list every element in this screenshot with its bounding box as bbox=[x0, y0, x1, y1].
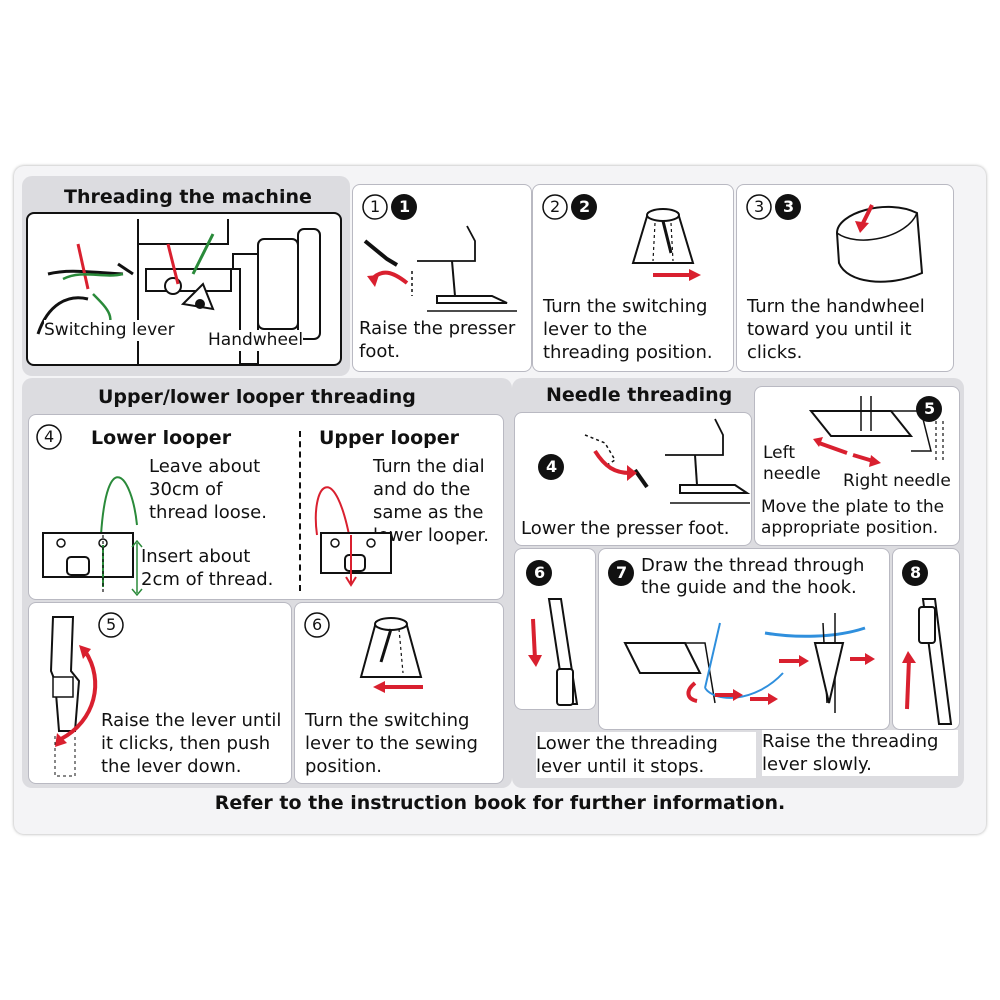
upper-looper-title: Upper looper bbox=[319, 427, 459, 449]
label-handwheel: Handwheel bbox=[208, 330, 304, 351]
instruction-card: Threading the machine bbox=[14, 166, 986, 834]
threading-machine-title: Threading the machine bbox=[64, 186, 312, 208]
needle-step-4-number bbox=[538, 454, 564, 480]
needle-step-7-text: Draw the thread through the guide and th… bbox=[641, 555, 865, 598]
threading-lever-up-illustration bbox=[902, 598, 953, 725]
step-3-number bbox=[746, 194, 801, 220]
step-1-num-outline: 1 bbox=[370, 197, 381, 216]
upper-looper-illustration bbox=[314, 486, 392, 587]
hook-guide-illustration bbox=[623, 613, 875, 713]
needle-step-4-cell: 4 Lower the presser foot. bbox=[514, 412, 752, 546]
step-1-text: Raise the presser foot. bbox=[359, 318, 516, 362]
handwheel-illustration bbox=[835, 204, 924, 283]
needle-step-7-number bbox=[608, 560, 634, 586]
step-1-number bbox=[362, 194, 417, 220]
label-switching-lever: Switching lever bbox=[44, 320, 175, 341]
step-2-num-outline: 2 bbox=[550, 197, 561, 216]
footer-note: Refer to the instruction book for furthe… bbox=[214, 792, 786, 814]
needle-step-7-num: 7 bbox=[616, 563, 628, 582]
lower-looper-title: Lower looper bbox=[91, 427, 232, 449]
needle-plate-illustration bbox=[808, 396, 944, 467]
looper-step-6-text: Turn the switching lever to the sewing p… bbox=[305, 710, 478, 777]
lower-looper-illustration bbox=[42, 476, 143, 597]
step-2-num-filled: 2 bbox=[579, 197, 591, 216]
step-1-cell: 1 1 Raise the presser foot. bbox=[352, 184, 532, 372]
needle-step-4-num: 4 bbox=[546, 457, 558, 476]
step-3-text: Turn the handwheel toward you until it c… bbox=[747, 296, 925, 363]
step-3-num-outline: 3 bbox=[754, 197, 765, 216]
needle-step-4-text: Lower the presser foot. bbox=[521, 518, 730, 539]
step-2-cell: 2 2 Turn the switching lever to the thre… bbox=[532, 184, 734, 372]
right-needle-label: Right needle bbox=[843, 471, 951, 491]
presser-foot-lower-illustration bbox=[584, 418, 751, 504]
threading-machine-panel: Threading the machine bbox=[22, 176, 350, 376]
needle-step-5-text: Move the plate to the appropriate positi… bbox=[761, 497, 945, 538]
looper-step-4-number bbox=[36, 424, 62, 450]
looper-step-4-num: 4 bbox=[44, 427, 55, 446]
presser-foot-raise-illustration bbox=[363, 225, 517, 312]
looper-title: Upper/lower looper threading bbox=[98, 386, 416, 408]
switching-lever-illustration bbox=[631, 208, 701, 281]
looper-step-6-number bbox=[304, 612, 330, 638]
needle-step-6-number bbox=[526, 560, 552, 586]
looper-step-6-cell: 6 Turn the switching lever to the sewing… bbox=[294, 602, 504, 784]
needle-step-5-num: 5 bbox=[924, 399, 936, 418]
needle-step-5-cell: 5 Left needle Right needle Move the plat… bbox=[754, 386, 960, 546]
looper-step-5-cell: 5 Raise the lever until it clicks, then … bbox=[28, 602, 292, 784]
step-3-num-filled: 3 bbox=[783, 197, 795, 216]
needle-title: Needle threading bbox=[546, 384, 733, 406]
looper-divider bbox=[299, 431, 301, 591]
needle-step-7-cell: 7 Draw the thread through the guide and … bbox=[598, 548, 890, 730]
needle-step-6-num: 6 bbox=[534, 563, 546, 582]
upper-looper-text: Turn the dial and do the same as the low… bbox=[373, 456, 489, 546]
serger-overview-box: Switching lever Handwheel bbox=[26, 212, 342, 366]
needle-step-6-text: Lower the threading lever until it stops… bbox=[536, 732, 756, 778]
step-2-text: Turn the switching lever to the threadin… bbox=[543, 296, 713, 363]
lower-looper-leave: Leave about 30cm of thread loose. bbox=[149, 456, 267, 523]
lever-push-illustration bbox=[49, 616, 98, 777]
needle-step-6-cell: 6 bbox=[514, 548, 596, 710]
threading-lever-down-illustration bbox=[528, 598, 579, 706]
step-3-cell: 3 3 Turn the handwheel toward you until … bbox=[736, 184, 954, 372]
needle-step-8-text: Raise the threading lever slowly. bbox=[762, 730, 958, 776]
serger-overview-illustration bbox=[36, 219, 321, 365]
left-needle-label: Left needle bbox=[763, 443, 821, 484]
step-2-number bbox=[542, 194, 597, 220]
needle-step-8-num: 8 bbox=[910, 563, 922, 582]
needle-step-8-cell: 8 bbox=[892, 548, 960, 730]
lower-looper-insert: Insert about 2cm of thread. bbox=[141, 546, 274, 590]
step-1-num-filled: 1 bbox=[399, 197, 411, 216]
switching-lever-sewing-illustration bbox=[359, 617, 423, 693]
looper-step-4-cell: 4 Lower looper Leave about 30cm of threa… bbox=[28, 414, 504, 600]
looper-step-6-num: 6 bbox=[312, 615, 323, 634]
looper-step-5-number bbox=[98, 612, 124, 638]
looper-step-5-text: Raise the lever until it clicks, then pu… bbox=[101, 710, 282, 777]
needle-step-8-number bbox=[902, 560, 928, 586]
looper-step-5-num: 5 bbox=[106, 615, 117, 634]
